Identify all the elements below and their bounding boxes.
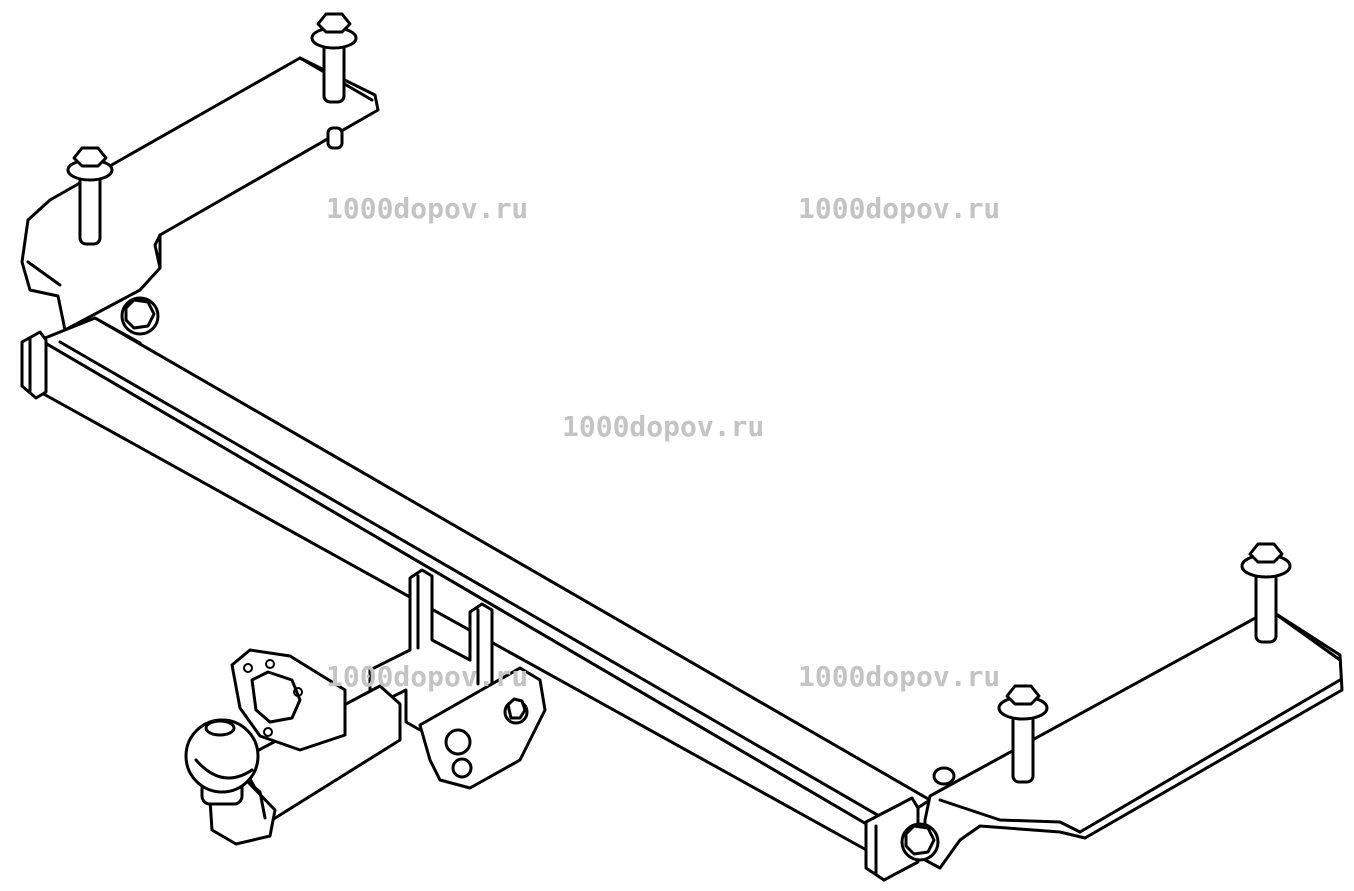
right-mounting-bracket	[923, 608, 1344, 870]
bolt-icon	[1240, 542, 1292, 644]
nut-icon	[900, 766, 956, 862]
bolt-icon	[66, 146, 114, 246]
main-cross-beam	[20, 316, 932, 882]
bolt-icon	[997, 684, 1049, 784]
bolt-icon	[310, 12, 358, 150]
center-drop-brackets	[368, 568, 547, 790]
socket-plate-icon	[230, 648, 347, 752]
nut-icon	[120, 296, 160, 336]
tow-ball-icon	[184, 718, 260, 806]
